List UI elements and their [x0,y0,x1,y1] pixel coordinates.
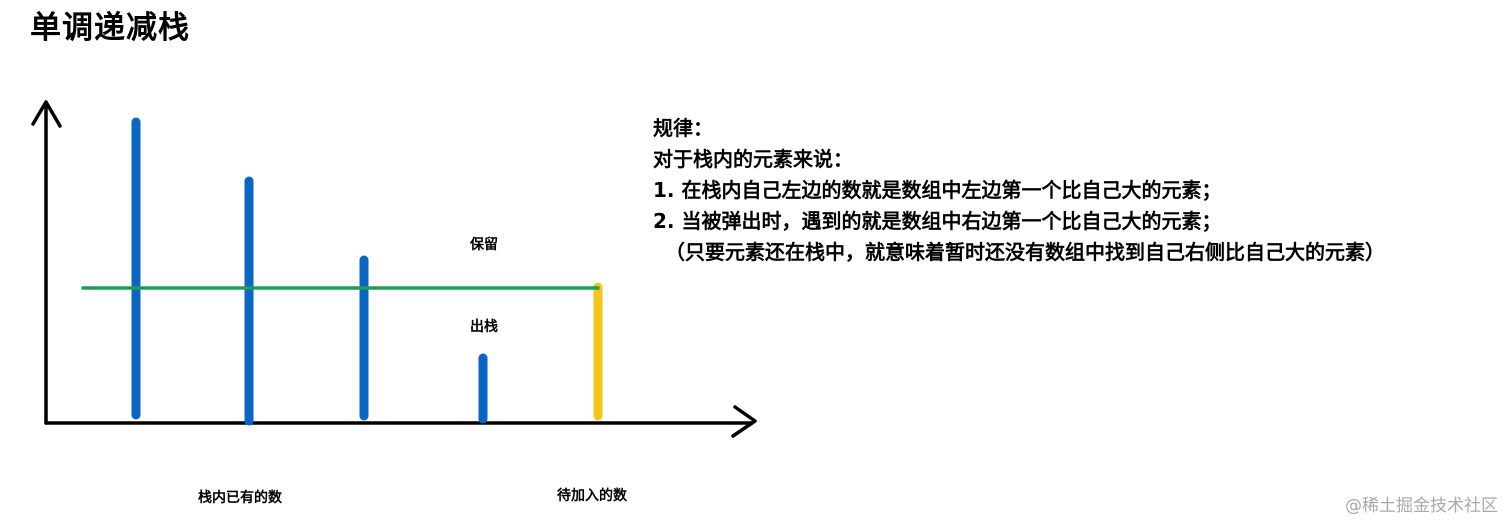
incoming-number-label: 待加入的数 [557,488,627,504]
x-axis-arrow [731,405,757,438]
rules-item-1: 1. 在栈内自己左边的数就是数组中左边第一个比自己大的元素； [653,178,1222,202]
rules-item-2: 2. 当被弹出时，遇到的就是数组中右边第一个比自己大的元素； [653,209,1222,233]
keep-label: 保留 [470,237,498,253]
watermark: @稀土掘金技术社区 [1345,496,1498,516]
rules-heading: 规律： [653,116,713,140]
pop-label: 出栈 [470,319,498,335]
y-axis-arrow [31,100,62,128]
rules-intro: 对于栈内的元素来说： [653,147,853,171]
stack-diagram [31,100,757,438]
rules-note: （只要元素还在栈中，就意味着暂时还没有数组中找到自己右侧比自己大的元素） [665,240,1385,264]
existing-numbers-label: 栈内已有的数 [198,490,282,506]
rules-text: 规律： 对于栈内的元素来说： 1. 在栈内自己左边的数就是数组中左边第一个比自己… [653,113,1385,268]
page-title: 单调递减栈 [30,10,190,46]
